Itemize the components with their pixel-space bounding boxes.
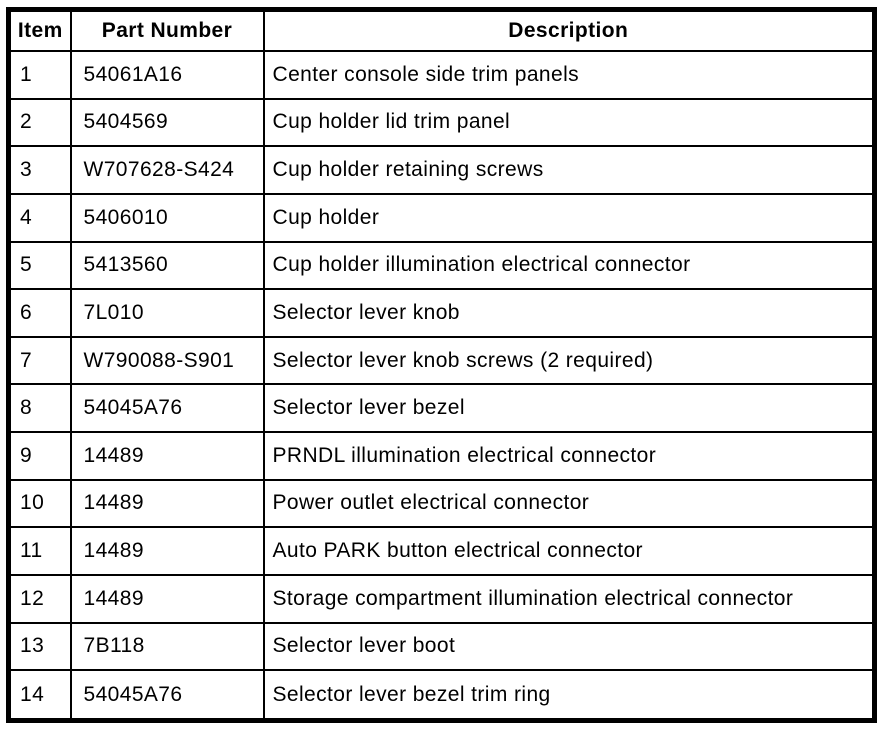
table-row: 11 14489 Auto PARK button electrical con… [7,526,876,576]
item-cell: 3 [7,145,72,195]
table-row: 5 5413560 Cup holder illumination electr… [7,240,876,291]
table-row: 4 5406010 Cup holder [7,192,876,243]
table-row: 6 7L010 Selector lever knob [7,288,876,338]
part-number-cell: 7B118 [69,621,265,672]
description-cell: Center console side trim panels [262,50,876,100]
description-cell: Selector lever bezel [262,383,876,433]
part-number-cell: 7L010 [69,288,265,338]
item-cell: 9 [7,431,72,481]
table-row: 7 W790088-S901 Selector lever knob screw… [7,335,876,386]
item-cell: 11 [7,526,72,576]
description-cell: Cup holder illumination electrical conne… [262,240,876,291]
column-header-part-number: Part Number [69,8,265,52]
table-row: 1 54061A16 Center console side trim pane… [7,50,876,100]
item-cell: 5 [7,240,72,291]
table-row: 8 54045A76 Selector lever bezel [7,383,876,433]
table-row: 2 5404569 Cup holder lid trim panel [7,97,876,148]
description-cell: PRNDL illumination electrical connector [262,431,876,481]
description-cell: Storage compartment illumination electri… [262,573,876,624]
part-number-cell: 54061A16 [69,50,265,100]
item-cell: 10 [7,478,72,529]
part-number-cell: 54045A76 [69,383,265,433]
item-cell: 1 [7,50,72,100]
description-cell: Power outlet electrical connector [262,478,876,529]
item-cell: 4 [7,192,72,243]
item-cell: 13 [7,621,72,672]
part-number-cell: 5406010 [69,192,265,243]
description-cell: Auto PARK button electrical connector [262,526,876,576]
table-row: 13 7B118 Selector lever boot [7,621,876,672]
description-cell: Cup holder [262,192,876,243]
item-cell: 7 [7,335,72,386]
part-number-cell: W707628-S424 [69,145,265,195]
table-row: 3 W707628-S424 Cup holder retaining scre… [7,145,876,195]
column-header-item: Item [7,8,72,52]
part-number-cell: 14489 [69,431,265,481]
table-row: 9 14489 PRNDL illumination electrical co… [7,431,876,481]
header-row: Item Part Number Description [7,8,876,52]
item-cell: 2 [7,97,72,148]
description-cell: Selector lever boot [262,621,876,672]
item-cell: 8 [7,383,72,433]
item-cell: 12 [7,573,72,624]
description-cell: Selector lever bezel trim ring [262,669,876,722]
part-number-cell: W790088-S901 [69,335,265,386]
item-cell: 14 [7,669,72,722]
description-cell: Cup holder retaining screws [262,145,876,195]
parts-table: Item Part Number Description 1 54061A16 … [6,7,877,723]
column-header-description: Description [262,8,876,52]
part-number-cell: 14489 [69,526,265,576]
part-number-cell: 5413560 [69,240,265,291]
part-number-cell: 14489 [69,478,265,529]
table-row: 12 14489 Storage compartment illuminatio… [7,573,876,624]
part-number-cell: 54045A76 [69,669,265,722]
part-number-cell: 5404569 [69,97,265,148]
description-cell: Selector lever knob screws (2 required) [262,335,876,386]
table-row: 10 14489 Power outlet electrical connect… [7,478,876,529]
table-row: 14 54045A76 Selector lever bezel trim ri… [7,669,876,722]
part-number-cell: 14489 [69,573,265,624]
description-cell: Cup holder lid trim panel [262,97,876,148]
description-cell: Selector lever knob [262,288,876,338]
item-cell: 6 [7,288,72,338]
scanned-parts-table-page: Item Part Number Description 1 54061A16 … [6,7,877,723]
